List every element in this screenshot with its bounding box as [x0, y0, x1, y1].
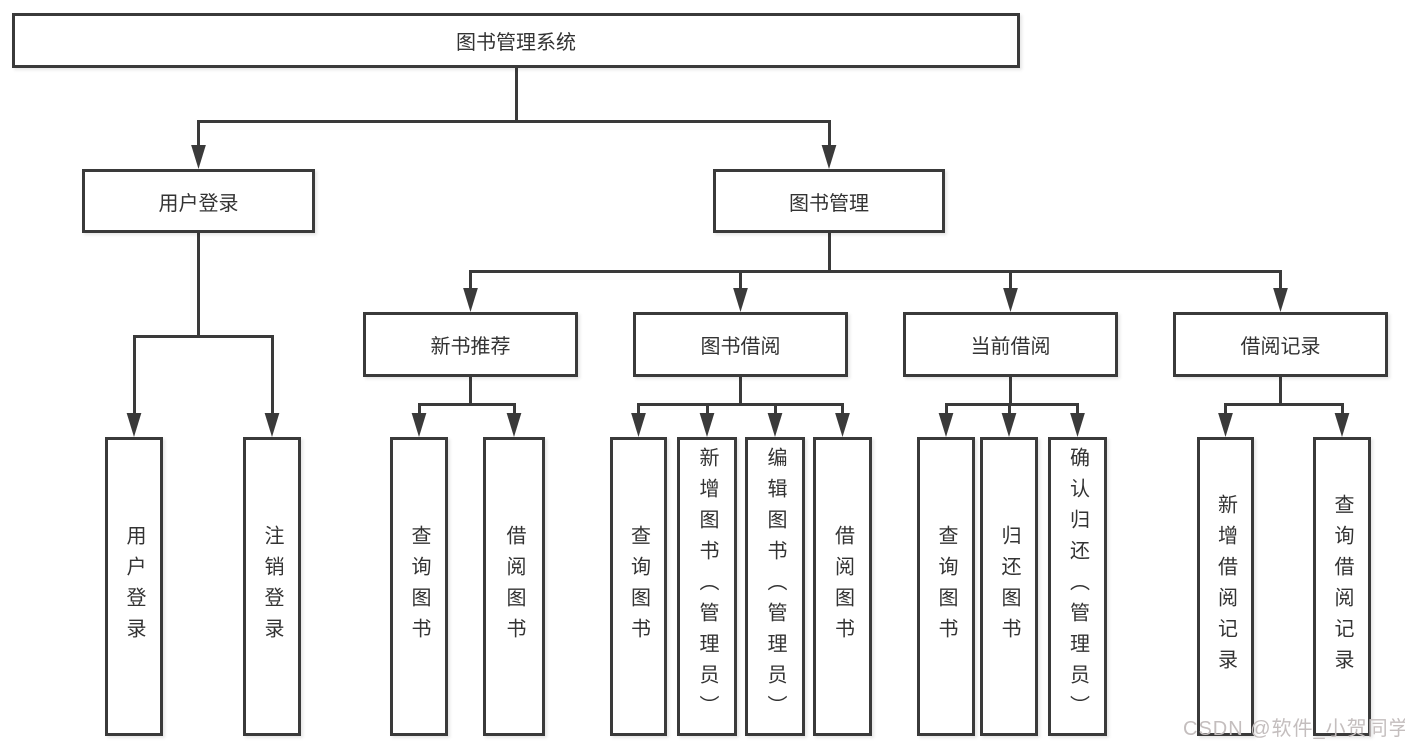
arrowhead-leaf-query-books-2 [631, 413, 646, 437]
node-leaf-user-login: 用户登录 [105, 437, 163, 736]
watermark: CSDN @软件_小贺同学 [1183, 718, 1405, 740]
connector-drop-leaf-borrow-books-1 [512, 403, 516, 413]
node-label-new-book-recommend: 新书推荐 [430, 336, 511, 358]
connector-drop-leaf-query-books-3 [944, 403, 948, 413]
node-label-leaf-query-borrow-record: 查询借阅记录 [1331, 493, 1353, 680]
arrowhead-new-book-recommend [463, 288, 478, 312]
connector-drop-leaf-user-login [132, 335, 136, 413]
connector-drop-leaf-return-books [1007, 403, 1011, 413]
arrowhead-leaf-query-borrow-record [1334, 413, 1350, 437]
connector-drop-user-login [197, 120, 200, 145]
connector-drop-current-borrow [1009, 270, 1012, 288]
connector-stem-current-borrow [1009, 377, 1012, 406]
arrowhead-leaf-edit-books-admin [767, 413, 783, 437]
node-book-management: 图书管理 [713, 169, 945, 233]
connector-drop-leaf-logout [270, 335, 274, 413]
node-label-leaf-return-books: 归还图书 [998, 524, 1020, 649]
node-leaf-return-books: 归还图书 [980, 437, 1038, 736]
connector-drop-book-management [827, 120, 831, 145]
node-label-leaf-query-books-2: 查询图书 [627, 524, 650, 649]
connector-drop-borrow-records [1279, 270, 1282, 288]
node-label-borrow-records: 借阅记录 [1240, 336, 1321, 358]
connector-stem-book-management [827, 233, 831, 273]
connector-drop-leaf-query-books-2 [637, 403, 640, 413]
connector-stem-new-book-recommend [469, 377, 472, 406]
arrowhead-leaf-add-borrow-record [1218, 413, 1233, 437]
node-leaf-query-borrow-record: 查询借阅记录 [1313, 437, 1371, 736]
arrowhead-current-borrow [1003, 288, 1018, 312]
node-leaf-add-books-admin: 新增图书（管理员） [677, 437, 737, 736]
node-label-leaf-user-login: 用户登录 [123, 524, 145, 649]
connector-drop-leaf-add-books-admin [705, 403, 709, 413]
node-borrow-records: 借阅记录 [1173, 312, 1388, 377]
connector-drop-leaf-add-borrow-record [1224, 403, 1227, 413]
connector-bar-book-management [469, 270, 1282, 273]
node-label-book-borrow: 图书借阅 [700, 336, 781, 358]
node-leaf-edit-books-admin: 编辑图书（管理员） [745, 437, 805, 736]
node-root: 图书管理系统 [12, 13, 1020, 68]
connector-bar-root [197, 120, 831, 123]
connector-bar-new-book-recommend [417, 403, 516, 406]
node-leaf-borrow-books-1: 借阅图书 [483, 437, 545, 736]
node-label-leaf-edit-books-admin: 编辑图书（管理员） [764, 447, 786, 726]
node-leaf-logout: 注销登录 [243, 437, 301, 736]
arrowhead-leaf-query-books-1 [411, 413, 427, 437]
node-label-root: 图书管理系统 [456, 32, 576, 54]
node-leaf-query-books-3: 查询图书 [917, 437, 975, 736]
node-label-leaf-confirm-return-admin: 确认归还（管理员） [1066, 447, 1089, 726]
node-new-book-recommend: 新书推荐 [363, 312, 578, 377]
arrowhead-book-management [821, 145, 837, 169]
arrowhead-user-login [191, 145, 206, 169]
node-leaf-borrow-books-2: 借阅图书 [813, 437, 872, 736]
node-label-leaf-add-books-admin: 新增图书（管理员） [696, 447, 718, 726]
connector-bar-borrow-records [1224, 403, 1344, 406]
connector-drop-leaf-edit-books-admin [773, 403, 777, 413]
connector-bar-current-borrow [944, 403, 1079, 406]
node-label-user-login: 用户登录 [158, 192, 239, 215]
arrowhead-leaf-user-login [126, 413, 142, 437]
connector-drop-leaf-query-borrow-record [1340, 403, 1344, 413]
connector-bar-user-login [132, 335, 274, 338]
node-label-book-management: 图书管理 [789, 192, 869, 215]
arrowhead-leaf-borrow-books-1 [506, 413, 522, 437]
node-leaf-add-borrow-record: 新增借阅记录 [1197, 437, 1254, 736]
arrowhead-leaf-logout [264, 413, 280, 437]
connector-stem-book-borrow [739, 377, 742, 406]
node-label-leaf-query-books-3: 查询图书 [935, 524, 957, 649]
arrowhead-leaf-return-books [1001, 413, 1017, 437]
node-label-leaf-logout: 注销登录 [261, 524, 283, 649]
connector-stem-borrow-records [1279, 377, 1282, 406]
node-label-leaf-borrow-books-1: 借阅图书 [503, 524, 525, 649]
arrowhead-leaf-confirm-return-admin [1070, 413, 1085, 437]
connector-drop-leaf-confirm-return-admin [1076, 403, 1079, 413]
arrowhead-leaf-query-books-3 [938, 413, 954, 437]
node-book-borrow: 图书借阅 [633, 312, 848, 377]
arrowhead-leaf-add-books-admin [699, 413, 715, 437]
connector-stem-user-login [197, 233, 200, 338]
connector-stem-root [514, 68, 518, 123]
connector-drop-leaf-query-books-1 [417, 403, 421, 413]
arrowhead-book-borrow [733, 288, 748, 312]
arrowhead-leaf-borrow-books-2 [835, 413, 850, 437]
connector-drop-book-borrow [739, 270, 742, 288]
node-leaf-query-books-1: 查询图书 [390, 437, 448, 736]
node-label-leaf-borrow-books-2: 借阅图书 [831, 524, 854, 649]
node-current-borrow: 当前借阅 [903, 312, 1118, 377]
node-label-leaf-query-books-1: 查询图书 [408, 524, 430, 649]
connector-bar-book-borrow [637, 403, 844, 406]
node-label-leaf-add-borrow-record: 新增借阅记录 [1214, 493, 1237, 680]
connector-drop-new-book-recommend [469, 270, 472, 288]
node-user-login: 用户登录 [82, 169, 315, 233]
arrowhead-borrow-records [1273, 288, 1288, 312]
node-leaf-confirm-return-admin: 确认归还（管理员） [1048, 437, 1107, 736]
node-label-current-borrow: 当前借阅 [970, 336, 1051, 358]
connector-drop-leaf-borrow-books-2 [841, 403, 844, 413]
node-leaf-query-books-2: 查询图书 [610, 437, 667, 736]
